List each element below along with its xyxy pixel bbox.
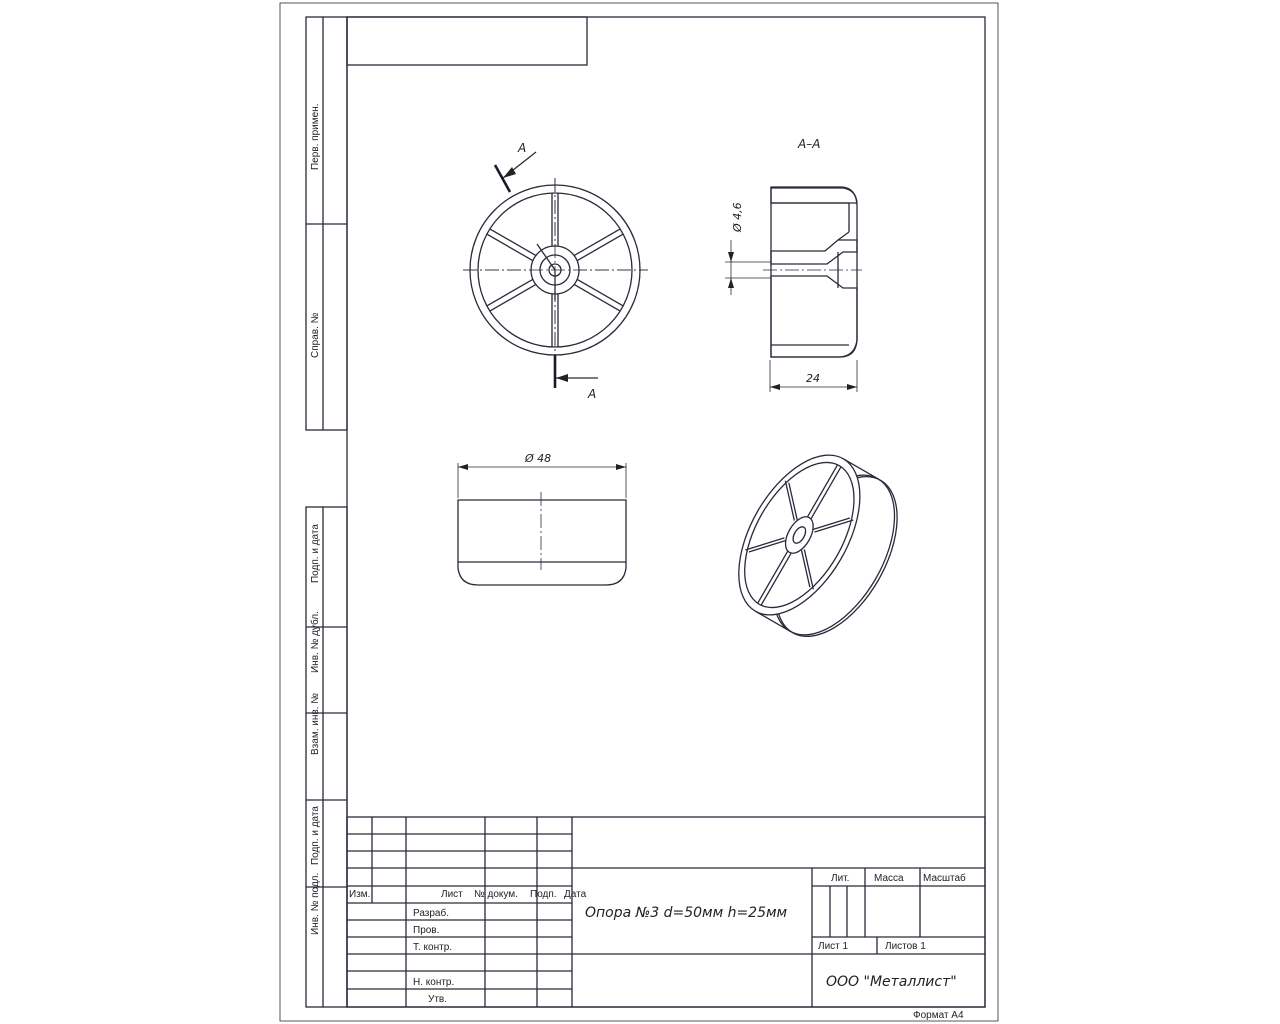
header-list: Лист — [441, 889, 463, 900]
section-line-top — [493, 164, 512, 193]
lit-header: Лит. — [831, 873, 849, 884]
drawing-line — [573, 228, 621, 256]
drawing-line — [489, 228, 537, 256]
format-label: Формат А4 — [913, 1010, 964, 1021]
drawing-line — [486, 278, 534, 307]
drawing-line — [757, 550, 789, 604]
company-name: ООО "Металлист" — [826, 974, 957, 990]
drawing-line — [800, 547, 811, 588]
drawing-line — [788, 482, 799, 523]
hole-diameter-dim: Ø 4,6 — [731, 202, 744, 233]
scale-header: Масштаб — [923, 872, 966, 884]
sheet-number: Лист 1 — [818, 941, 849, 952]
sidebar-label: Подп. и дата — [310, 806, 321, 865]
drawing-line — [576, 233, 624, 262]
drawing-line — [814, 519, 854, 533]
drawing-line — [760, 552, 792, 606]
section-view-a-a: A–A Ø 4,6 24 — [725, 137, 862, 392]
drawing-line — [745, 537, 785, 551]
isometric-view — [738, 454, 898, 638]
drawing-line — [748, 539, 789, 553]
drawing-line — [573, 284, 621, 312]
sidebar-label: Инв. № дубл. — [309, 611, 321, 673]
drawing-line — [803, 549, 814, 590]
title-block: Изм. Лист № докум. Подп. Дата Разраб. Пр… — [346, 816, 986, 1021]
front-view: A A — [463, 141, 648, 401]
outer-diameter-dim: Ø 48 — [524, 452, 551, 465]
header-date: Дата — [564, 889, 587, 900]
sidebar-label: Справ. № — [310, 312, 321, 358]
sidebar-label: Взам. инв. № — [310, 693, 321, 755]
role-label: Разраб. — [413, 907, 449, 919]
drawing-line — [489, 284, 537, 312]
side-view: Ø 48 — [457, 452, 627, 586]
drawing-line — [810, 517, 851, 531]
drawing-line — [810, 466, 842, 520]
sidebar-label: Подп. и дата — [310, 524, 321, 583]
designation: Опора №3 d=50мм h=25мм — [585, 905, 788, 921]
width-dim: 24 — [806, 372, 820, 385]
role-label: Н. контр. — [413, 977, 454, 988]
header-izm: Изм. — [349, 889, 370, 900]
sheet-outer-border — [279, 2, 999, 1022]
drawing-line — [486, 233, 534, 262]
top-left-box — [346, 16, 588, 66]
role-label: Утв. — [428, 994, 447, 1005]
sidebar-label: Перв. примен. — [310, 104, 321, 170]
drawing-line — [807, 464, 839, 518]
drawing-line — [576, 278, 624, 307]
header-sign: Подп. — [530, 889, 557, 900]
sidebar-label: Инв. № подл. — [310, 873, 321, 935]
section-mark-top: A — [517, 141, 526, 155]
sheets-total: Листов 1 — [885, 941, 926, 952]
role-label: Т. контр. — [413, 942, 452, 953]
section-mark-bottom: A — [587, 387, 596, 401]
sheet-inner-frame — [346, 16, 986, 1008]
header-doc: № докум. — [474, 889, 518, 900]
sidebar-upper: Перв. примен. Справ. № — [305, 16, 348, 431]
drawing-line — [784, 480, 795, 521]
role-label: Пров. — [413, 925, 439, 936]
section-title: A–A — [797, 137, 820, 151]
mass-header: Масса — [874, 873, 904, 884]
sidebar-lower: Подп. и дата Инв. № дубл. Взам. инв. № П… — [305, 506, 348, 1008]
